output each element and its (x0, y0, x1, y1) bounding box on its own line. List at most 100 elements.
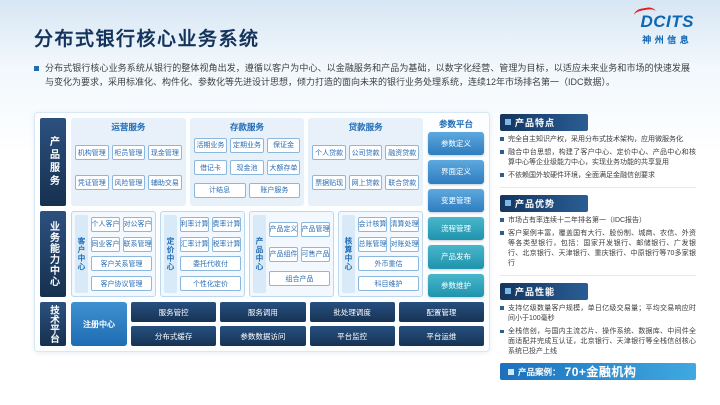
module-box: 公司贷款 (348, 145, 383, 160)
module-box: 个性化定价 (180, 276, 241, 292)
module-box: 活期业务 (193, 137, 228, 153)
tech-buttons: 服务管控服务调用批处理调度配置管理 分布式缓存参数数据访问平台监控平台运维 (131, 302, 484, 346)
group-items: 会计核算清算处理总账管理对账处理外币重估科目维护 (358, 215, 419, 293)
module-box: 大额存单 (266, 160, 301, 175)
case-bar: 产品案例： 70+金融机构 (500, 363, 696, 381)
group-pricing-center: 定价中心 利率计算费率计算汇率计算税率计算委托代收付个性化定价 (160, 211, 245, 297)
module-box: 组合产品 (269, 271, 330, 287)
module-box: 融资贷款 (385, 145, 419, 160)
module-box: 客户协议管理 (91, 276, 152, 292)
intro-text: 分布式银行核心业务系统从银行的整体视角出发，遵循以客户为中心、以金融服务和产品为… (45, 63, 690, 87)
tech-box: 参数数据访问 (220, 326, 306, 346)
module-box: 个人贷款 (312, 145, 346, 160)
module-box: 风险管理 (111, 175, 146, 190)
module-box: 定期业务 (230, 137, 264, 153)
tech-line-1: 服务管控服务调用批处理调度配置管理 (131, 302, 484, 322)
module-box: 联系管理 (123, 236, 152, 252)
module-box: 产品组件 (269, 246, 298, 262)
registry-center-box: 注册中心 (71, 302, 127, 346)
brand-logo: DCITS 神州信息 (632, 6, 695, 46)
module-box: 税率计算 (212, 236, 241, 252)
capability-row: 客户中心 个人客户对公客户同业客户联系管理客户关系管理客户协议管理 定价中心 利… (71, 211, 423, 297)
bullet-item: 融合中台思想，构建了客户中心、定价中心、产品中心和核算中心等企业级能力中心，实现… (500, 148, 696, 168)
module-box: 现金管理 (148, 145, 182, 160)
case-label: 产品案例： (518, 366, 561, 377)
bullet-item: 市场占有率连续十二年排名第一（IDC报告） (500, 216, 696, 226)
group-items: 利率计算费率计算汇率计算税率计算委托代收付个性化定价 (180, 215, 241, 293)
module-box: 会计核算 (358, 216, 387, 232)
module-box: 科目维护 (358, 276, 419, 292)
bullet-item: 全栈信创，与国内主流芯片、操作系统、数据库、中间件全面适配并完成互认证，北京银行… (500, 327, 696, 357)
group-accounting-center: 核算中心 会计核算清算处理总账管理对账处理外币重估科目维护 (338, 211, 423, 297)
module-box: 保证金 (266, 137, 301, 153)
square-icon (505, 200, 511, 207)
center-label: 产品中心 (253, 215, 266, 293)
module-box: 总账管理 (358, 236, 387, 252)
group-items: 活期业务定期业务保证金借记卡现金池大额存单计结息账户服务 (193, 133, 301, 202)
module-box: 票据贴现 (312, 175, 346, 190)
module-box: 清算处理 (390, 216, 419, 232)
logo-brand-text: DCITS (640, 12, 694, 31)
param-button: 变更管理 (428, 188, 484, 212)
group-deposit-services: 存款服务 活期业务定期业务保证金借记卡现金池大额存单计结息账户服务 (189, 118, 305, 206)
parameter-platform: 参数平台 参数定义界面定义变更管理流程管理产品发布参数维护 (428, 118, 484, 297)
param-buttons: 参数定义界面定义变更管理流程管理产品发布参数维护 (428, 132, 484, 297)
group-items: 个人客户对公客户同业客户联系管理客户关系管理客户协议管理 (91, 215, 152, 293)
module-box: 网上贷款 (348, 175, 383, 190)
module-box: 柜员管理 (111, 145, 146, 160)
logo-company-text: 神州信息 (642, 35, 693, 45)
param-button: 流程管理 (428, 216, 484, 241)
panel-header: 产品性能 (500, 282, 588, 300)
upper-rows: 运营服务 机构管理柜员管理现金管理凭证管理风险管理辅助交易 存款服务 活期业务定… (71, 118, 484, 297)
param-platform-title: 参数平台 (438, 119, 473, 129)
panel-header: 产品优势 (500, 194, 588, 212)
panel-title: 产品性能 (515, 286, 556, 297)
tech-box: 服务管控 (131, 302, 217, 322)
bullet-item: 不依赖国外软硬件环境，全面满足金融信创要求 (500, 171, 696, 181)
center-label: 核算中心 (342, 215, 355, 293)
module-box: 凭证管理 (75, 175, 109, 190)
row-labels: 产品服务 业务能力中心 技术平台 (40, 118, 66, 346)
architecture-diagram: 产品服务 业务能力中心 技术平台 运营服务 机构管理柜员管理现金管理凭证管理风险… (34, 112, 490, 352)
group-title: 贷款服务 (348, 122, 383, 132)
panel-bullets: 完全自主知识产权，采用分布式技术架构，应用微服务化融合中台思想，构建了客户中心、… (500, 135, 696, 182)
module-box: 对公客户 (123, 216, 152, 232)
square-icon (505, 288, 511, 295)
row-label-product-services: 产品服务 (40, 118, 66, 206)
module-box: 机构管理 (75, 145, 109, 160)
panel-title: 产品特点 (515, 117, 556, 128)
panel-product-performance: 产品性能 支持亿级数量客户规模，单日亿级交易量；平均交易响应时间小于100毫秒全… (500, 275, 696, 357)
param-button: 产品发布 (428, 245, 484, 269)
diagram-content: 运营服务 机构管理柜员管理现金管理凭证管理风险管理辅助交易 存款服务 活期业务定… (71, 118, 484, 346)
module-box: 外币重估 (358, 256, 419, 272)
module-box: 联合贷款 (385, 175, 419, 190)
panel-header: 产品特点 (500, 113, 588, 131)
page-title: 分布式银行核心业务系统 (34, 29, 260, 50)
bullet-item: 客户案例丰富，覆盖国有大行、股份制、城商、农信、外资等各类型银行，包括：国家开发… (500, 229, 696, 270)
module-box: 计结息 (193, 182, 246, 198)
module-box: 个人客户 (91, 216, 120, 232)
group-loan-services: 贷款服务 个人贷款公司贷款融资贷款票据贴现网上贷款联合贷款 (308, 118, 424, 206)
module-box: 利率计算 (180, 216, 209, 232)
group-product-center: 产品中心 产品定义产品管理产品组件可售产品组合产品 (249, 211, 334, 297)
panel-bullets: 支持亿级数量客户规模，单日亿级交易量；平均交易响应时间小于100毫秒全栈信创，与… (500, 304, 696, 358)
module-box: 委托代收付 (180, 256, 241, 272)
main-area: 产品服务 业务能力中心 技术平台 运营服务 机构管理柜员管理现金管理凭证管理风险… (34, 112, 696, 381)
tech-line-2: 分布式缓存参数数据访问平台监控平台运维 (131, 326, 484, 346)
group-title: 运营服务 (111, 122, 146, 132)
tech-box: 平台监控 (309, 326, 395, 346)
panel-product-features: 产品特点 完全自主知识产权，采用分布式技术架构，应用微服务化融合中台思想，构建了… (500, 112, 696, 181)
center-label: 客户中心 (75, 215, 88, 293)
group-customer-center: 客户中心 个人客户对公客户同业客户联系管理客户关系管理客户协议管理 (71, 211, 156, 297)
bullet-item: 支持亿级数量客户规模，单日亿级交易量；平均交易响应时间小于100毫秒 (500, 304, 696, 324)
group-items: 机构管理柜员管理现金管理凭证管理风险管理辅助交易 (75, 133, 182, 202)
square-icon (508, 368, 514, 375)
group-title: 存款服务 (230, 122, 265, 132)
tech-box: 分布式缓存 (131, 326, 217, 346)
center-label: 定价中心 (164, 215, 177, 293)
module-box: 产品管理 (301, 221, 330, 237)
tech-box: 服务调用 (220, 302, 306, 322)
group-operation-services: 运营服务 机构管理柜员管理现金管理凭证管理风险管理辅助交易 (71, 118, 186, 206)
param-button: 界面定义 (428, 160, 484, 184)
